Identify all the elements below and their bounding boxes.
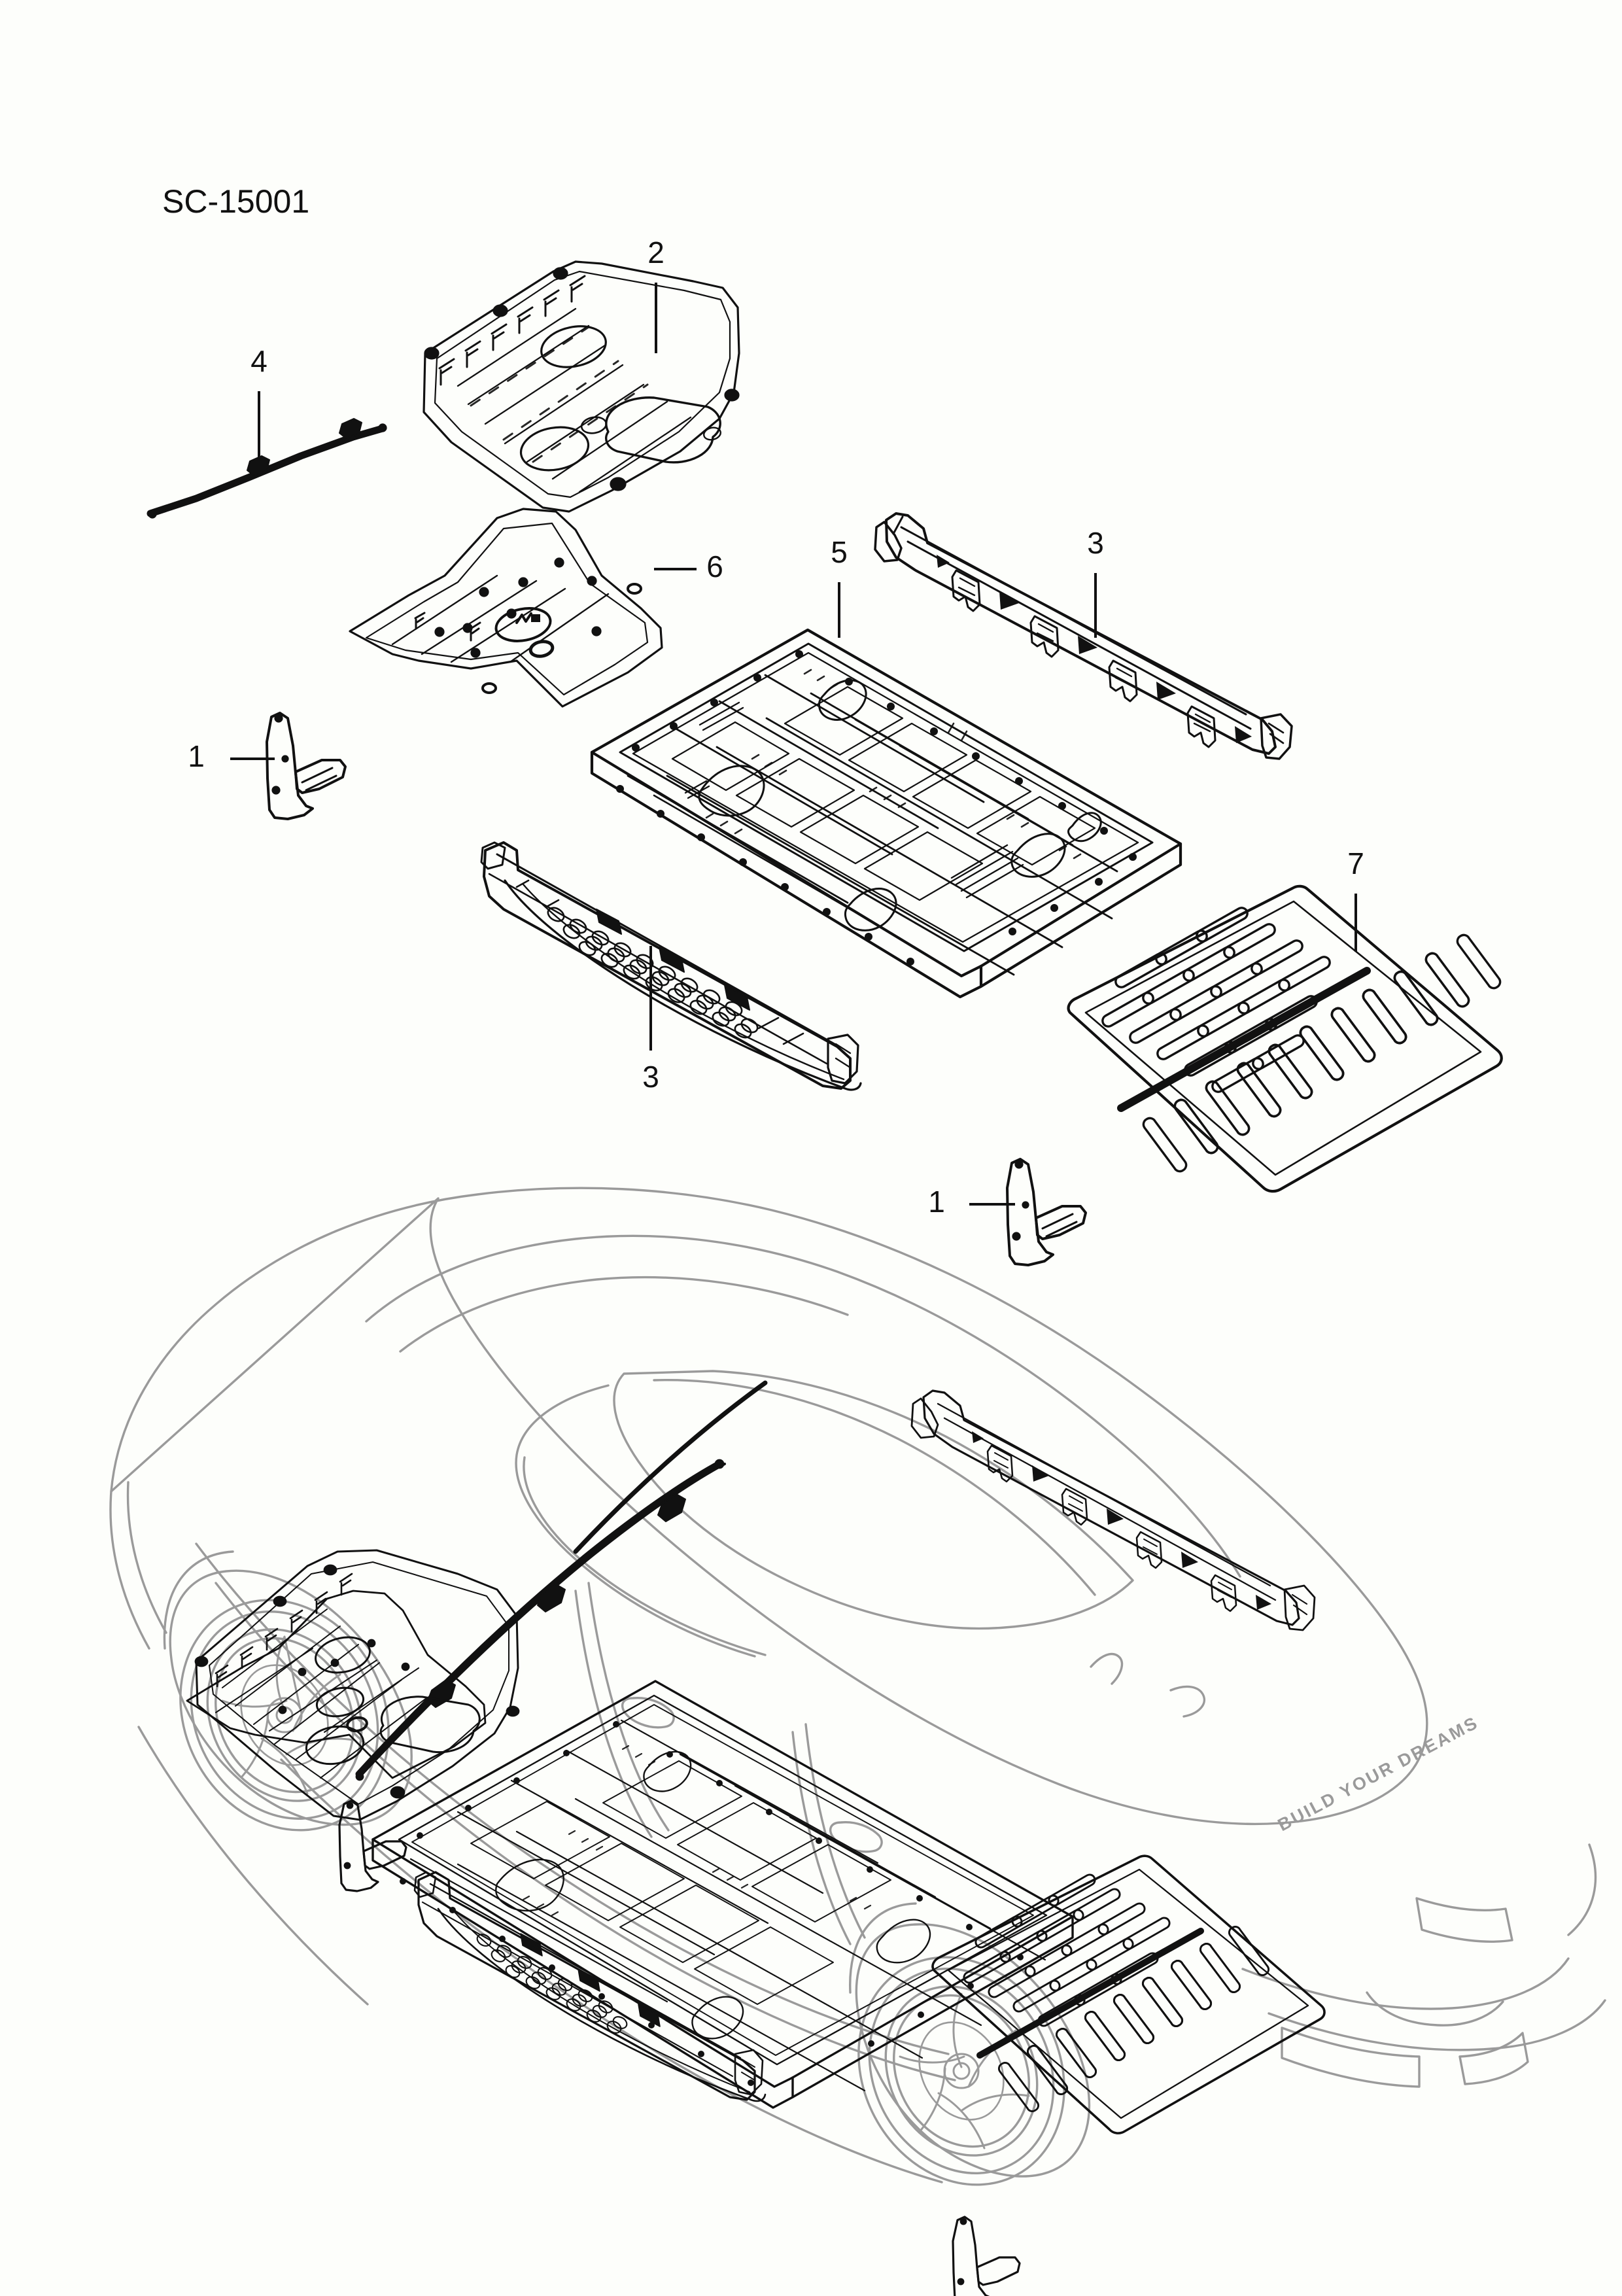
- part-6-rear-floor-pan-shield[interactable]: [349, 508, 663, 708]
- installed-part-6: [186, 1590, 487, 1779]
- callout-label-1b[interactable]: 1: [928, 1185, 945, 1219]
- callout-label-6[interactable]: 6: [706, 549, 723, 583]
- installed-part-4-overlay: [573, 1380, 768, 1554]
- callout-label-3a[interactable]: 3: [1087, 526, 1104, 560]
- installed-part-1-left: [338, 1800, 407, 1892]
- installed-part-3-lower: [413, 1871, 767, 2102]
- part-1-deflector-front-left[interactable]: [266, 712, 347, 820]
- callout-label-4[interactable]: 4: [250, 344, 267, 378]
- part-2-stamping-marks: [438, 275, 586, 386]
- part-3-rocker-sill-reinforcement[interactable]: [874, 512, 1293, 760]
- part-3-clips: [951, 569, 1216, 748]
- installed-part-2: [194, 1549, 520, 1821]
- part-1-deflector-rear-right[interactable]: [1006, 1158, 1087, 1266]
- installed-part-5: [371, 1680, 1074, 2109]
- callout-label-2[interactable]: 2: [647, 235, 664, 270]
- installed-parts-overlay: [186, 1380, 1326, 2296]
- installed-part-4: [355, 1459, 726, 1781]
- sheet-code: SC-15001: [162, 183, 309, 220]
- installed-part-1-right: [952, 2216, 1021, 2296]
- part-5-battery-floor-tray[interactable]: [590, 628, 1182, 999]
- callout-label-3b[interactable]: 3: [642, 1060, 659, 1094]
- diffuser-slot-field-b: [1142, 933, 1502, 1173]
- part-2-front-underbody-shield[interactable]: [423, 260, 740, 513]
- installed-part-3-upper: [910, 1389, 1316, 1631]
- callout-label-5[interactable]: 5: [831, 535, 848, 569]
- callout-label-7[interactable]: 7: [1347, 846, 1364, 880]
- part-7-rear-aero-diffuser-panel[interactable]: [1067, 884, 1503, 1193]
- part-4-roof-rail-strip[interactable]: [147, 418, 387, 519]
- vehicle-ghost-outline: [109, 1187, 1606, 2186]
- callouts-group: 1 2 3 3 4 5 6 7 1: [188, 235, 1364, 1219]
- part-3-rocker-sill-panel-lower[interactable]: [480, 841, 862, 1091]
- callout-label-1a[interactable]: 1: [188, 739, 205, 773]
- exploded-parts-group: [147, 260, 1503, 1266]
- installed-part-7: [931, 1854, 1326, 2134]
